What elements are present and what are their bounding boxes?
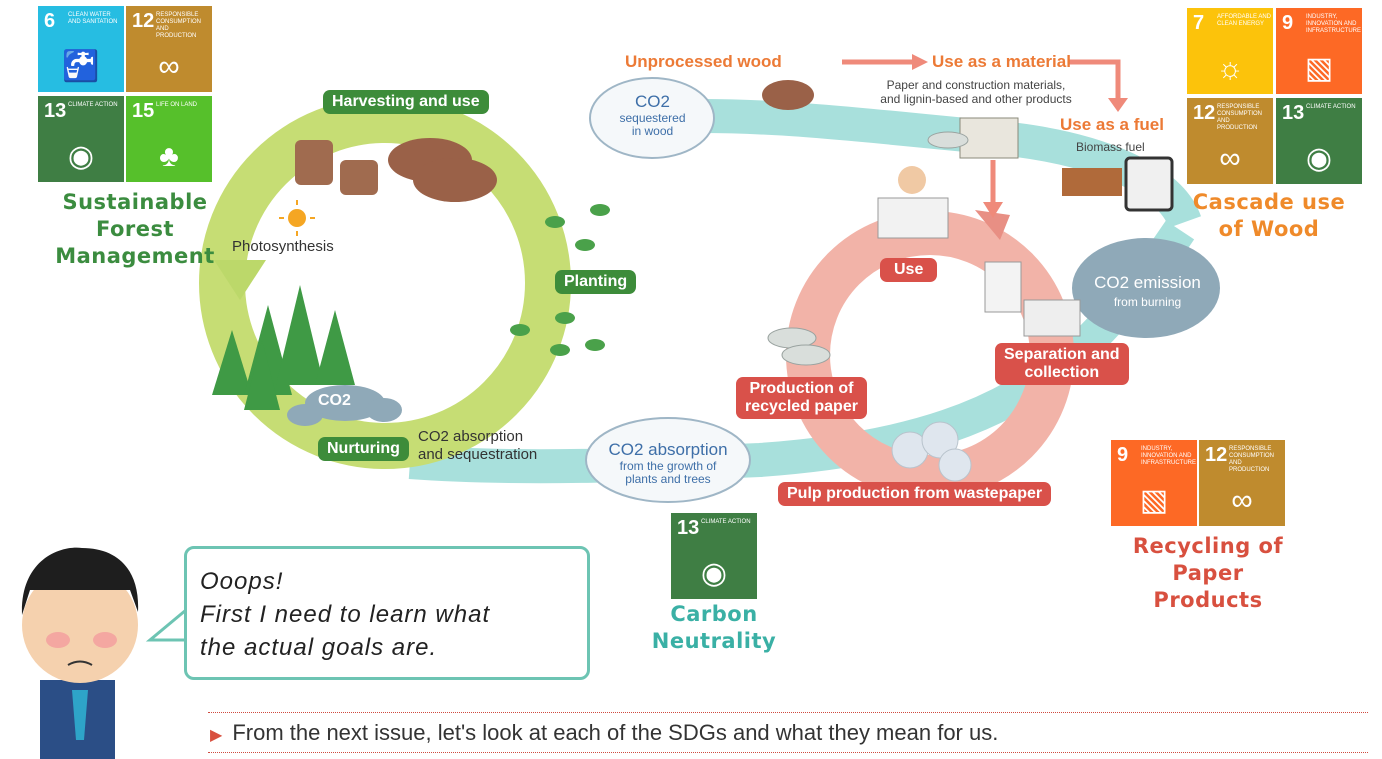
- tree-icon: ♣: [159, 140, 179, 173]
- material-description: Paper and construction materials, and li…: [880, 78, 1072, 106]
- infinity-icon: ∞: [1231, 484, 1253, 517]
- footer-divider-top: [208, 712, 1368, 713]
- milk-carton-icon: [984, 261, 1022, 313]
- sdg-13-tile: 13 CLIMATE ACTION ◉: [38, 96, 124, 182]
- caption-recycling-of-paper-products: Recycling of Paper Products: [1132, 534, 1284, 612]
- use-as-material-label: Use as a material: [932, 52, 1071, 71]
- separation-collection-label: Separation and collection: [995, 343, 1129, 385]
- co2-small-label: CO2: [318, 392, 351, 409]
- co2-absorption-cloud-label: CO2 absorption from the growth of plants…: [608, 440, 728, 486]
- use-as-fuel-label: Use as a fuel: [1060, 115, 1164, 134]
- sdg-7-tile: 7 AFFORDABLE AND CLEAN ENERGY ☼: [1187, 8, 1273, 94]
- cubes-icon: ▧: [1139, 484, 1169, 517]
- house-icon: [959, 117, 1019, 159]
- caption-sustainable-forest-management: Sustainable Forest Management: [55, 190, 215, 268]
- sdg-9-tile: 9 INDUSTRY, INNOVATION AND INFRASTRUCTUR…: [1111, 440, 1197, 526]
- cubes-icon: ▧: [1304, 52, 1334, 85]
- caption-carbon-neutrality: Carbon Neutrality: [651, 602, 777, 653]
- bubble-line-1: Ooops!: [200, 568, 284, 595]
- paper-rolls-icon: [767, 131, 969, 366]
- infinity-icon: ∞: [1219, 142, 1241, 175]
- eye-globe-icon: ◉: [700, 557, 728, 590]
- footer-note: ▶From the next issue, let's look at each…: [210, 720, 999, 745]
- nurturing-label: Nurturing: [318, 437, 409, 461]
- reader-person-icon: [877, 166, 949, 239]
- photosynthesis-label: Photosynthesis: [232, 238, 334, 255]
- sdg-12-tile: 12 RESPONSIBLE CONSUMPTION AND PRODUCTIO…: [1187, 98, 1273, 184]
- eye-globe-icon: ◉: [67, 140, 95, 173]
- firewood-icon: [1062, 168, 1122, 196]
- businessman-avatar: [21, 547, 139, 759]
- use-label: Use: [880, 258, 938, 282]
- logs-icon: [388, 80, 814, 202]
- biomass-fuel-icon: [1124, 156, 1174, 212]
- sdg-12-tile: 12 RESPONSIBLE CONSUMPTION AND PRODUCTIO…: [1199, 440, 1285, 526]
- sdg-6-tile: 6 CLEAN WATER AND SANITATION 🚰: [38, 6, 124, 92]
- sdg-9-tile: 9 INDUSTRY, INNOVATION AND INFRASTRUCTUR…: [1276, 8, 1362, 94]
- bubble-line-3: the actual goals are.: [200, 634, 438, 661]
- water-drop-icon: 🚰: [62, 50, 100, 83]
- sdg-13-tile: 13 CLIMATE ACTION ◉: [1276, 98, 1362, 184]
- forest-trees-icon: [212, 285, 355, 410]
- speech-bubble: [184, 546, 590, 680]
- sun-icon: [279, 200, 315, 236]
- pulp-icon: [891, 421, 972, 482]
- infinity-icon: ∞: [158, 50, 180, 83]
- footer-divider-bottom: [208, 752, 1368, 753]
- seedlings-icon: [510, 204, 610, 356]
- triangle-bullet-icon: ▶: [210, 727, 223, 744]
- speech-bubble-tail: [145, 606, 188, 642]
- sdg-15-tile: 15 LIFE ON LAND ♣: [126, 96, 212, 182]
- co2-small-cloud: [287, 385, 402, 426]
- sdg-12-tile: 12 RESPONSIBLE CONSUMPTION AND PRODUCTIO…: [126, 6, 212, 92]
- co2-emission-cloud: [1072, 238, 1220, 338]
- pulp-production-label: Pulp production from wastepaper: [778, 482, 1052, 506]
- caption-cascade-use-of-wood: Cascade use of Wood: [1192, 190, 1346, 241]
- newspaper-stack-icon: [1023, 299, 1081, 337]
- co2-sequestered-cloud: [589, 77, 715, 159]
- harvesting-and-use-label: Harvesting and use: [323, 90, 489, 114]
- tree-stumps-icon: [295, 140, 378, 195]
- eye-globe-icon: ◉: [1305, 142, 1333, 175]
- forest-cycle-arrowhead: [214, 260, 266, 300]
- arrow-to-fuel: [1068, 59, 1121, 100]
- biomass-fuel-label: Biomass fuel: [1076, 140, 1145, 154]
- sun-power-icon: ☼: [1216, 52, 1244, 85]
- co2-absorption-sequestration-label: CO2 absorption and sequestration: [418, 428, 538, 463]
- co2-sequestered-label: CO2 sequestered in wood: [619, 92, 686, 138]
- unprocessed-wood-label: Unprocessed wood: [625, 52, 782, 71]
- bubble-line-2: First I need to learn what: [200, 601, 491, 628]
- paper-cycle-arrowhead: [975, 210, 1010, 240]
- production-recycled-paper-label: Production of recycled paper: [736, 377, 867, 419]
- co2-absorption-cloud: [585, 417, 751, 503]
- co2-emission-label: CO2 emission from burning: [1094, 273, 1201, 309]
- sdg-13-tile: 13 CLIMATE ACTION ◉: [671, 513, 757, 599]
- planting-label: Planting: [555, 270, 637, 294]
